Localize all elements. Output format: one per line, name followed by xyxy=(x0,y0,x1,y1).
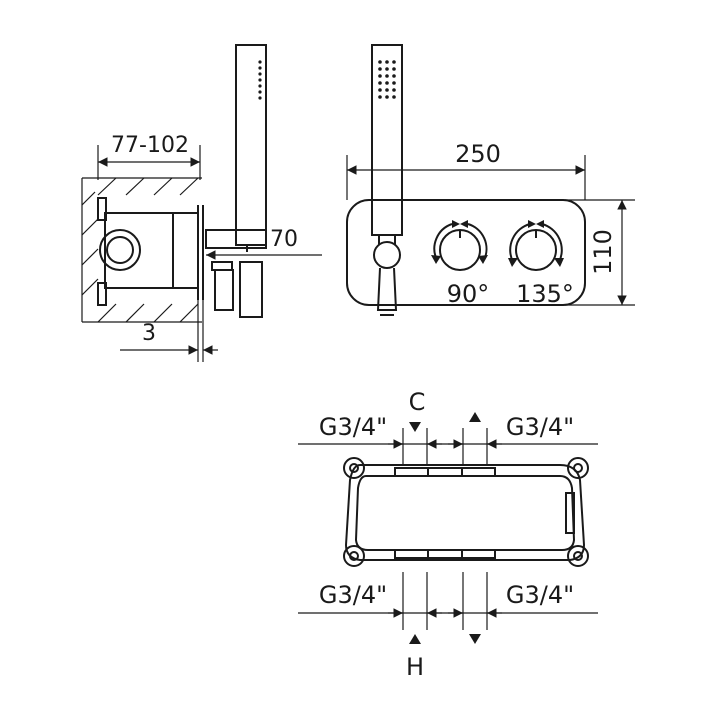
hand-shower-side xyxy=(205,44,267,318)
width-label: 250 xyxy=(455,140,501,168)
angle-left-label: 90° xyxy=(447,280,490,308)
left-knob xyxy=(433,223,488,271)
mounting-frame xyxy=(343,457,589,567)
gap-dimension xyxy=(120,300,218,362)
right-knob xyxy=(509,223,563,271)
gap-label: 3 xyxy=(142,321,156,346)
top-right-port-label: G3/4" xyxy=(506,413,574,441)
wall-hatch xyxy=(81,177,202,323)
left-knob-arrows xyxy=(431,220,488,264)
front-plate xyxy=(346,199,586,306)
hot-label: H xyxy=(406,653,424,681)
height-dimension xyxy=(565,199,635,306)
outlet-label: 70 xyxy=(270,227,298,252)
width-dimension xyxy=(346,155,586,200)
right-knob-arrows xyxy=(508,220,564,267)
bottom-view: G3/4" G3/4" C G3/4" G3/4" H xyxy=(298,388,598,681)
bottom-right-port-label: G3/4" xyxy=(506,581,574,609)
bottom-left-port-label: G3/4" xyxy=(319,581,387,609)
depth-label: 77-102 xyxy=(111,133,189,158)
valve-body xyxy=(97,197,204,306)
front-view: 90° 135° 250 110 xyxy=(346,44,635,316)
height-label: 110 xyxy=(589,229,617,275)
cold-label: C xyxy=(409,388,426,416)
hand-shower-front xyxy=(371,44,403,316)
angle-right-label: 135° xyxy=(516,280,574,308)
spray-nozzles-side xyxy=(258,60,262,100)
side-view: 77-102 70 3 xyxy=(81,44,322,362)
spray-nozzles-front xyxy=(378,60,396,99)
depth-dimension xyxy=(97,145,201,180)
top-left-port-label: G3/4" xyxy=(319,413,387,441)
bottom-port-dimensions xyxy=(298,572,598,644)
top-port-dimensions xyxy=(298,412,598,466)
